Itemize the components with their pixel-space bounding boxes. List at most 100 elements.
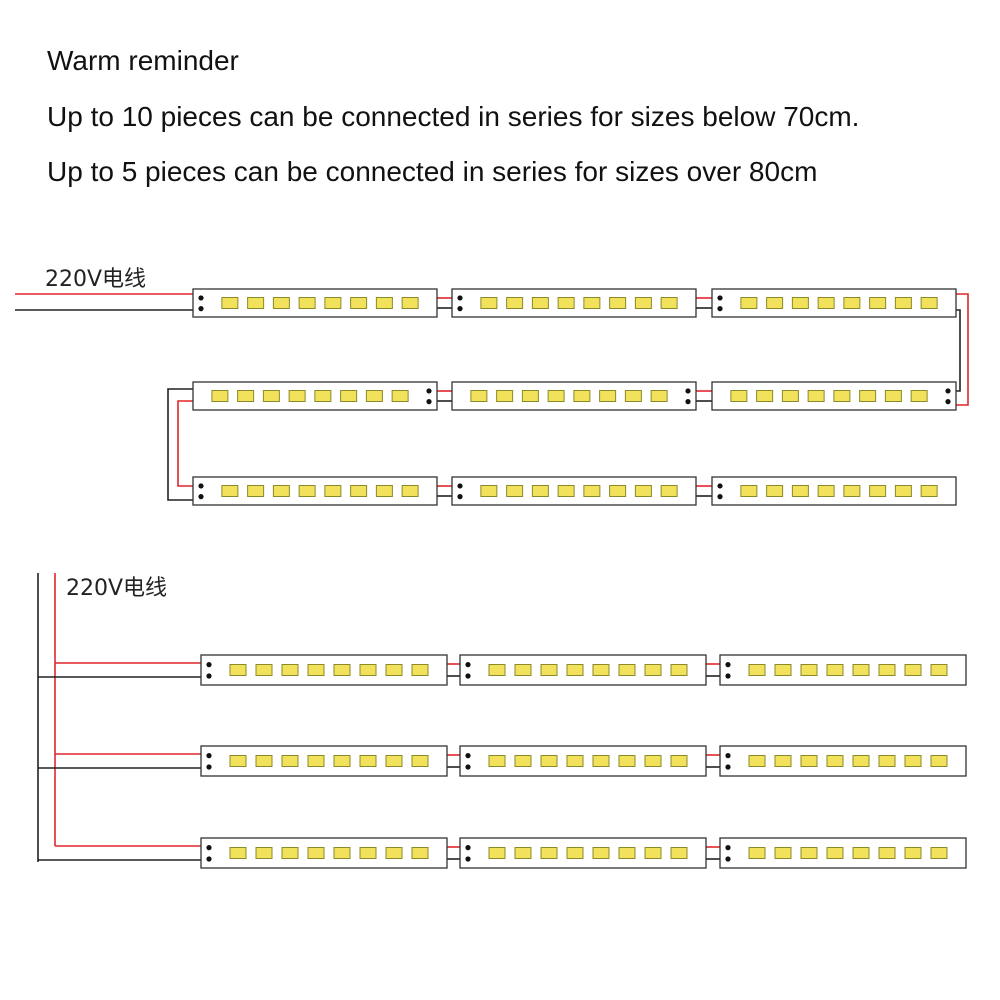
series-strip — [192, 288, 438, 318]
link-red-right — [956, 293, 969, 406]
parallel-strip — [200, 654, 448, 686]
led-chip — [781, 390, 799, 402]
parallel-strip — [459, 654, 707, 686]
led-chip — [488, 847, 506, 859]
led-chip — [566, 847, 584, 859]
led-chip — [540, 755, 558, 767]
led-chip — [592, 847, 610, 859]
led-chip — [221, 297, 239, 309]
terminal-dot — [457, 483, 463, 489]
led-chip — [488, 755, 506, 767]
terminal-dot — [725, 845, 731, 851]
terminal-dot — [206, 753, 212, 759]
led-chip — [817, 485, 835, 497]
led-chip — [255, 847, 273, 859]
reminder-title: Warm reminder — [47, 45, 239, 76]
link-black-left — [167, 388, 193, 501]
parallel-strip — [719, 745, 967, 777]
led-chip — [930, 847, 948, 859]
led-chip — [470, 390, 488, 402]
led-chip — [566, 755, 584, 767]
led-chip — [644, 847, 662, 859]
led-chip — [350, 485, 368, 497]
terminal-dot — [717, 295, 723, 301]
led-chip — [833, 390, 851, 402]
series-strip — [711, 288, 957, 318]
led-chip — [634, 485, 652, 497]
led-chip — [385, 847, 403, 859]
led-chip — [333, 755, 351, 767]
led-chip — [359, 664, 377, 676]
led-chip — [540, 664, 558, 676]
led-chip — [307, 664, 325, 676]
terminal-dot — [465, 856, 471, 862]
led-chip — [375, 485, 393, 497]
led-chip — [229, 755, 247, 767]
terminal-dot — [198, 483, 204, 489]
led-chip — [807, 390, 825, 402]
led-chip — [333, 664, 351, 676]
led-chip — [826, 755, 844, 767]
led-chip — [670, 755, 688, 767]
led-chip — [375, 297, 393, 309]
led-chip — [660, 297, 678, 309]
led-chip — [774, 664, 792, 676]
led-chip — [531, 297, 549, 309]
wires — [15, 293, 969, 862]
led-chip — [247, 297, 265, 309]
series-wire-label: 220V电线 — [45, 267, 147, 292]
led-chip — [748, 755, 766, 767]
led-chip — [229, 847, 247, 859]
led-chip — [583, 297, 601, 309]
led-chip — [411, 664, 429, 676]
led-chip — [826, 847, 844, 859]
led-chip — [514, 664, 532, 676]
led-chip — [255, 755, 273, 767]
terminal-dot — [457, 494, 463, 500]
led-chip — [843, 485, 861, 497]
link-red-left — [177, 400, 193, 487]
terminal-dot — [198, 306, 204, 312]
led-chip — [800, 755, 818, 767]
led-chip — [272, 297, 290, 309]
led-chip — [411, 755, 429, 767]
series-strip — [451, 288, 697, 318]
led-chip — [670, 847, 688, 859]
terminal-dot — [457, 306, 463, 312]
parallel-wire-label: 220V电线 — [66, 576, 168, 601]
led-chip — [521, 390, 539, 402]
led-chip — [229, 664, 247, 676]
led-chip — [800, 847, 818, 859]
terminal-dot — [717, 306, 723, 312]
terminal-dot — [198, 494, 204, 500]
series-strip — [192, 476, 438, 506]
led-chip — [618, 755, 636, 767]
parallel-strip — [200, 745, 448, 777]
led-chip — [288, 390, 306, 402]
led-chip — [748, 664, 766, 676]
led-chip — [211, 390, 229, 402]
led-chip — [920, 485, 938, 497]
led-chip — [634, 297, 652, 309]
led-chip — [514, 755, 532, 767]
led-chip — [904, 664, 922, 676]
led-chip — [910, 390, 928, 402]
led-chip — [609, 485, 627, 497]
led-chip — [869, 297, 887, 309]
led-chip — [540, 847, 558, 859]
led-chip — [930, 755, 948, 767]
led-chip — [766, 485, 784, 497]
terminal-dot — [465, 673, 471, 679]
terminal-dot — [426, 388, 432, 394]
parallel-strip — [459, 745, 707, 777]
led-chip — [670, 664, 688, 676]
led-chip — [599, 390, 617, 402]
led-chip — [480, 297, 498, 309]
led-chip — [624, 390, 642, 402]
terminal-dot — [945, 388, 951, 394]
led-chip — [869, 485, 887, 497]
led-chip — [878, 664, 896, 676]
led-chip — [894, 485, 912, 497]
led-chip — [894, 297, 912, 309]
led-chip — [298, 297, 316, 309]
